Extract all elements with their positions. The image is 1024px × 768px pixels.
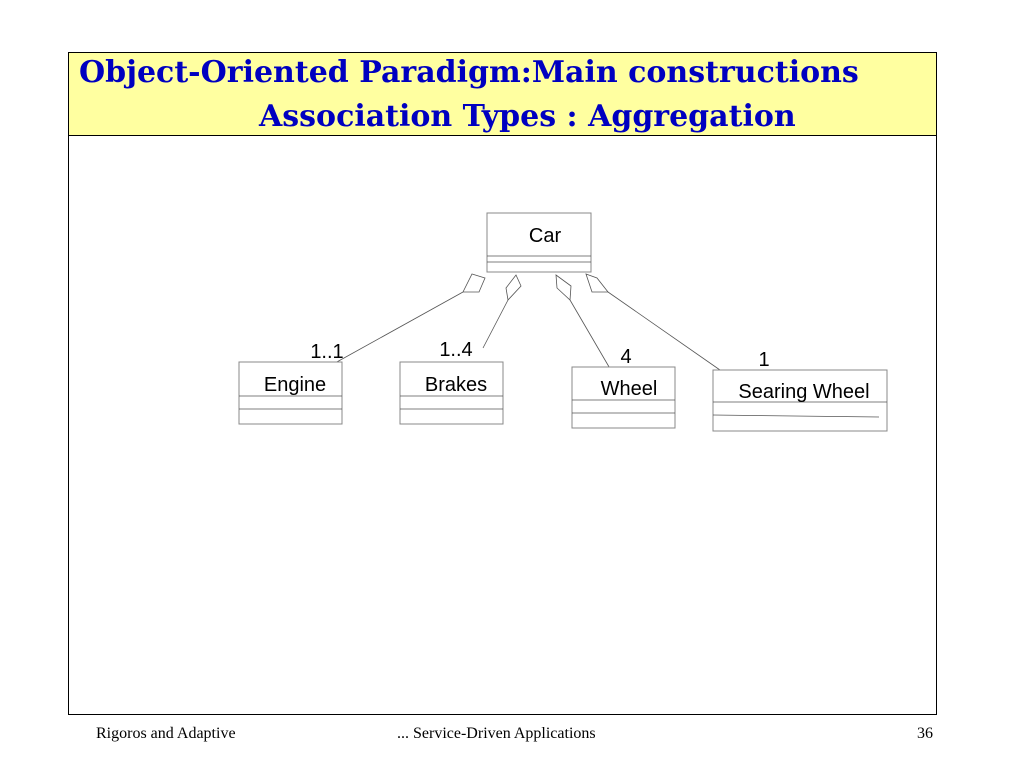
class-name-searing-wheel: Searing Wheel (738, 381, 869, 403)
class-name-brakes: Brakes (425, 374, 487, 396)
footer-left-text: Rigoros and Adaptive (96, 725, 236, 742)
class-name-wheel: Wheel (601, 378, 658, 400)
page-number: 36 (917, 725, 933, 742)
class-name-car: Car (529, 225, 562, 247)
title-band: Object-Oriented Paradigm:Main constructi… (68, 52, 937, 136)
aggregation-diamond-searing-wheel (585, 273, 609, 293)
aggregation-diamond-engine (462, 273, 486, 293)
multiplicity-brakes: 1..4 (439, 339, 472, 361)
multiplicity-wheel: 4 (620, 346, 631, 368)
class-engine: Engine (238, 361, 343, 425)
multiplicity-engine: 1..1 (310, 341, 343, 363)
multiplicity-searing-wheel: 1 (758, 349, 769, 371)
class-car: Car (486, 212, 592, 273)
association-line-engine (334, 291, 464, 364)
association-line-brakes (482, 299, 509, 349)
slide-title: Object-Oriented Paradigm:Main constructi… (79, 55, 859, 90)
aggregation-diamond-brakes (505, 274, 522, 301)
class-brakes: Brakes (399, 361, 504, 425)
association-line-wheel (569, 299, 613, 373)
class-name-engine: Engine (264, 374, 326, 396)
association-line-searing-wheel (607, 291, 721, 371)
aggregation-diamond-wheel (555, 274, 572, 301)
slide-subtitle: Association Types : Aggregation (259, 99, 796, 134)
class-searing-wheel: Searing Wheel (712, 369, 888, 432)
footer-center-text: ... Service-Driven Applications (397, 725, 596, 742)
class-wheel: Wheel (571, 366, 676, 429)
